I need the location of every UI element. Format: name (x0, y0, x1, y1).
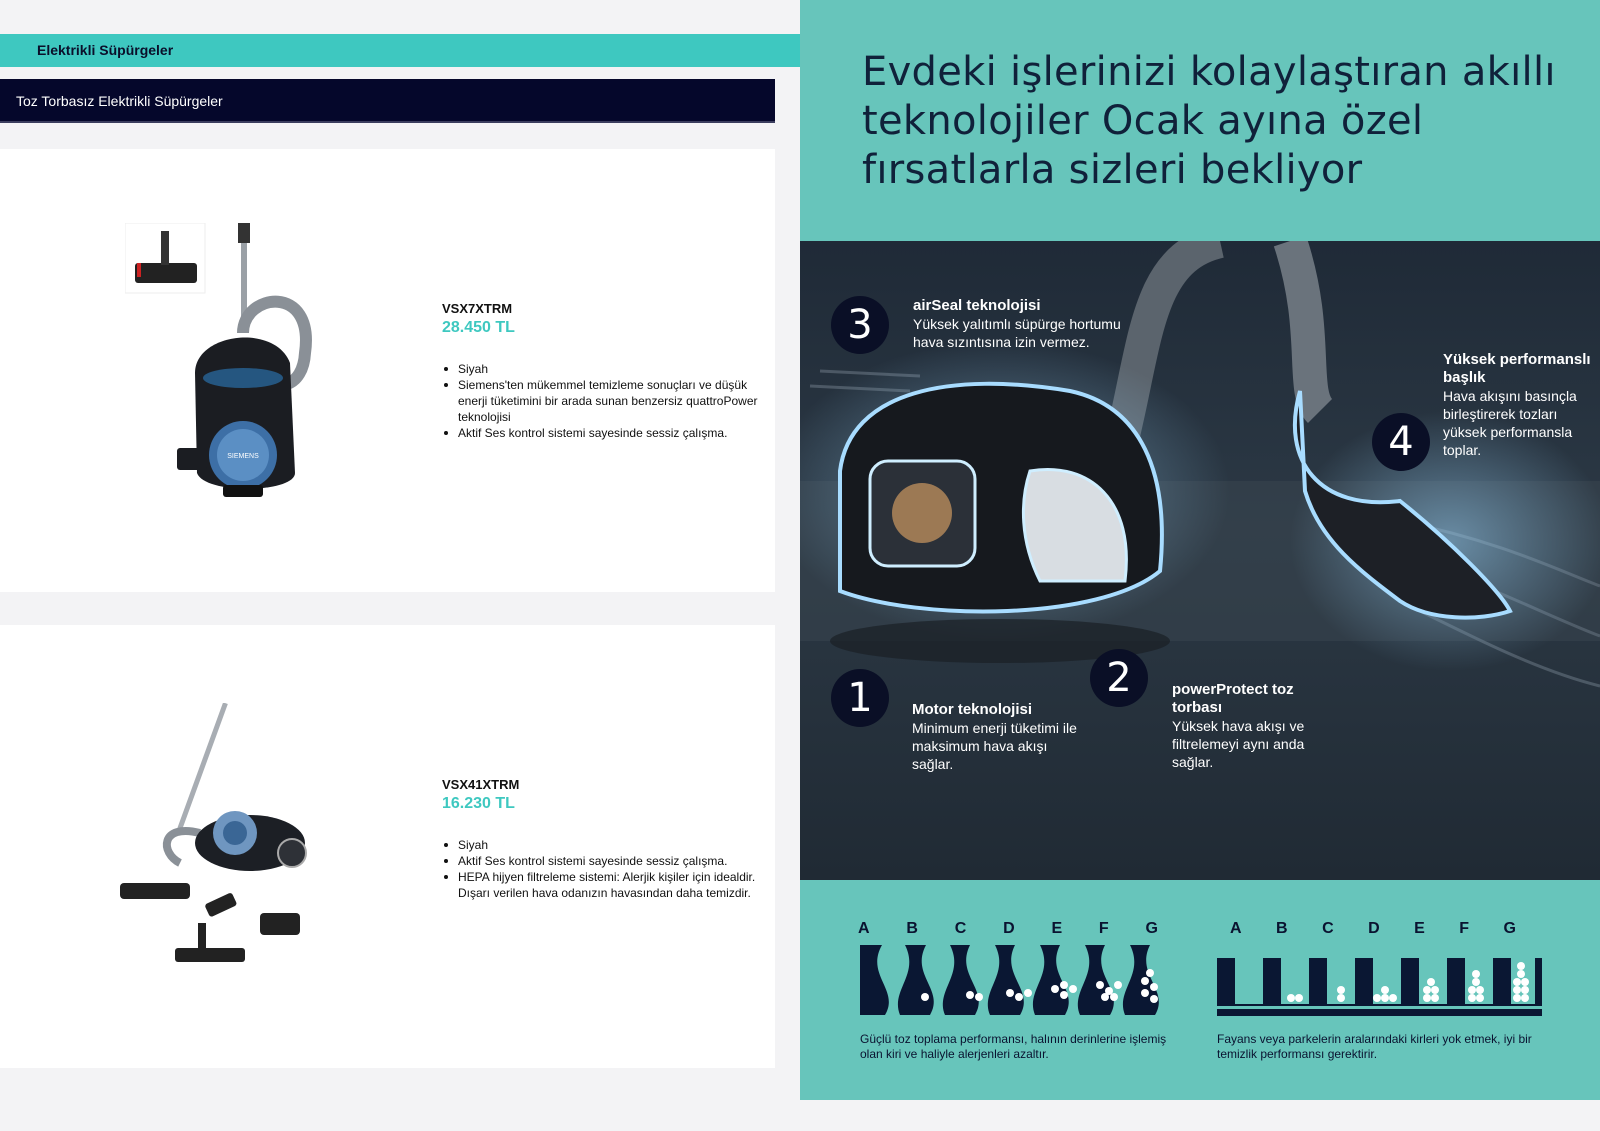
performance-graphics: A B C D E F G Güçlü toz toplama performa… (800, 880, 1600, 1100)
grade-letter: D (1003, 920, 1015, 937)
feature-item: Aktif Ses kontrol sistemi sayesinde sess… (444, 853, 772, 869)
product-card[interactable]: SIEMENS VSX7XTRM 28.450 TL Siyah Siemens… (0, 149, 775, 592)
carpet-caption: Güçlü toz toplama performansı, halının d… (860, 1032, 1167, 1061)
floor-caption: Fayans veya parkelerin aralarındaki kirl… (1217, 1032, 1532, 1061)
grade-letter: G (1503, 920, 1516, 937)
product-info: VSX7XTRM 28.450 TL Siyah Siemens'ten mük… (442, 301, 772, 441)
feature-list: Siyah Aktif Ses kontrol sistemi sayesind… (442, 837, 772, 901)
grade-letter: B (1276, 920, 1288, 937)
grade-letter: A (1230, 920, 1242, 937)
brand-logo: SIEMENS (227, 453, 259, 460)
product-model: VSX7XTRM (442, 301, 513, 316)
product-price: 28.450 TL (442, 319, 515, 336)
grade-letter: A (858, 920, 870, 937)
callout-text: Minimum enerji tüketimi ile maksimum hav… (912, 720, 1077, 772)
feature-item: Siyah (444, 361, 772, 377)
callout-text: Hava akışını basınçla birleştirerek tozl… (1443, 388, 1577, 458)
grade-letter: C (954, 920, 967, 937)
vacuum-cutaway-illustration (800, 241, 1600, 688)
floor-graphic (1217, 958, 1542, 1016)
grade-letter: E (1414, 920, 1425, 937)
technology-illustration: 3 airSeal teknolojisi Yüksek yalıtımlı s… (800, 241, 1600, 880)
grade-letter: G (1145, 920, 1158, 937)
grade-letter: F (1459, 920, 1470, 937)
feature-item: HEPA hijyen filtreleme sistemi: Alerjik … (444, 869, 772, 901)
callout-airseal: airSeal teknolojisi Yüksek yalıtımlı süp… (913, 297, 1153, 351)
callout-nozzle: Yüksek performanslı başlık Hava akışını … (1443, 351, 1598, 459)
vacuum-bagless-image (120, 703, 307, 962)
subcategory-bar[interactable]: Toz Torbasız Elektrikli Süpürgeler (0, 79, 775, 123)
grade-letter: E (1051, 920, 1063, 937)
callout-motor: Motor teknolojisi Minimum enerji tüketim… (912, 701, 1082, 773)
carpet-grade-letters: A B C D E F G (858, 920, 1158, 938)
callout-number-2: 2 (1090, 649, 1148, 707)
grade-letter: C (1322, 920, 1334, 937)
product-model: VSX41XTRM (442, 777, 520, 792)
grade-letter: F (1098, 920, 1109, 937)
callout-number-1: 1 (831, 669, 889, 727)
callout-title: Motor teknolojisi (912, 701, 1032, 718)
callout-title: Yüksek performanslı başlık (1443, 351, 1591, 386)
vacuum-bagged-image: SIEMENS (125, 223, 312, 497)
feature-list: Siyah Siemens'ten mükemmel temizleme son… (442, 361, 772, 441)
callout-title: powerProtect toz torbası (1172, 681, 1294, 716)
product-card[interactable]: VSX41XTRM 16.230 TL Siyah Aktif Ses kont… (0, 625, 775, 1068)
callout-number-4: 4 (1372, 413, 1430, 471)
product-price: 16.230 TL (442, 795, 515, 812)
feature-item: Siyah (444, 837, 772, 853)
callout-text: Yüksek hava akışı ve filtrelemeyi aynı a… (1172, 718, 1305, 770)
feature-item: Siemens'ten mükemmel temizleme sonuçları… (444, 377, 772, 425)
product-info: VSX41XTRM 16.230 TL Siyah Aktif Ses kont… (442, 777, 772, 901)
grade-letter: D (1368, 920, 1380, 937)
callout-number-3: 3 (831, 296, 889, 354)
carpet-graphic (860, 945, 1170, 1015)
category-bar[interactable]: Elektrikli Süpürgeler (0, 34, 800, 67)
grade-letter: B (906, 920, 918, 937)
callout-title: airSeal teknolojisi (913, 297, 1041, 314)
promo-headline: Evdeki işlerinizi kolaylaştıran akıllı t… (862, 49, 1556, 193)
callout-text: Yüksek yalıtımlı süpürge hortumu hava sı… (913, 316, 1121, 350)
category-label: Elektrikli Süpürgeler (37, 42, 174, 58)
callout-powerprotect: powerProtect toz torbası Yüksek hava akı… (1172, 681, 1332, 771)
floor-grade-letters: A B C D E F G (1230, 920, 1516, 938)
subcategory-label: Toz Torbasız Elektrikli Süpürgeler (16, 93, 223, 109)
feature-item: Aktif Ses kontrol sistemi sayesinde sess… (444, 425, 772, 441)
